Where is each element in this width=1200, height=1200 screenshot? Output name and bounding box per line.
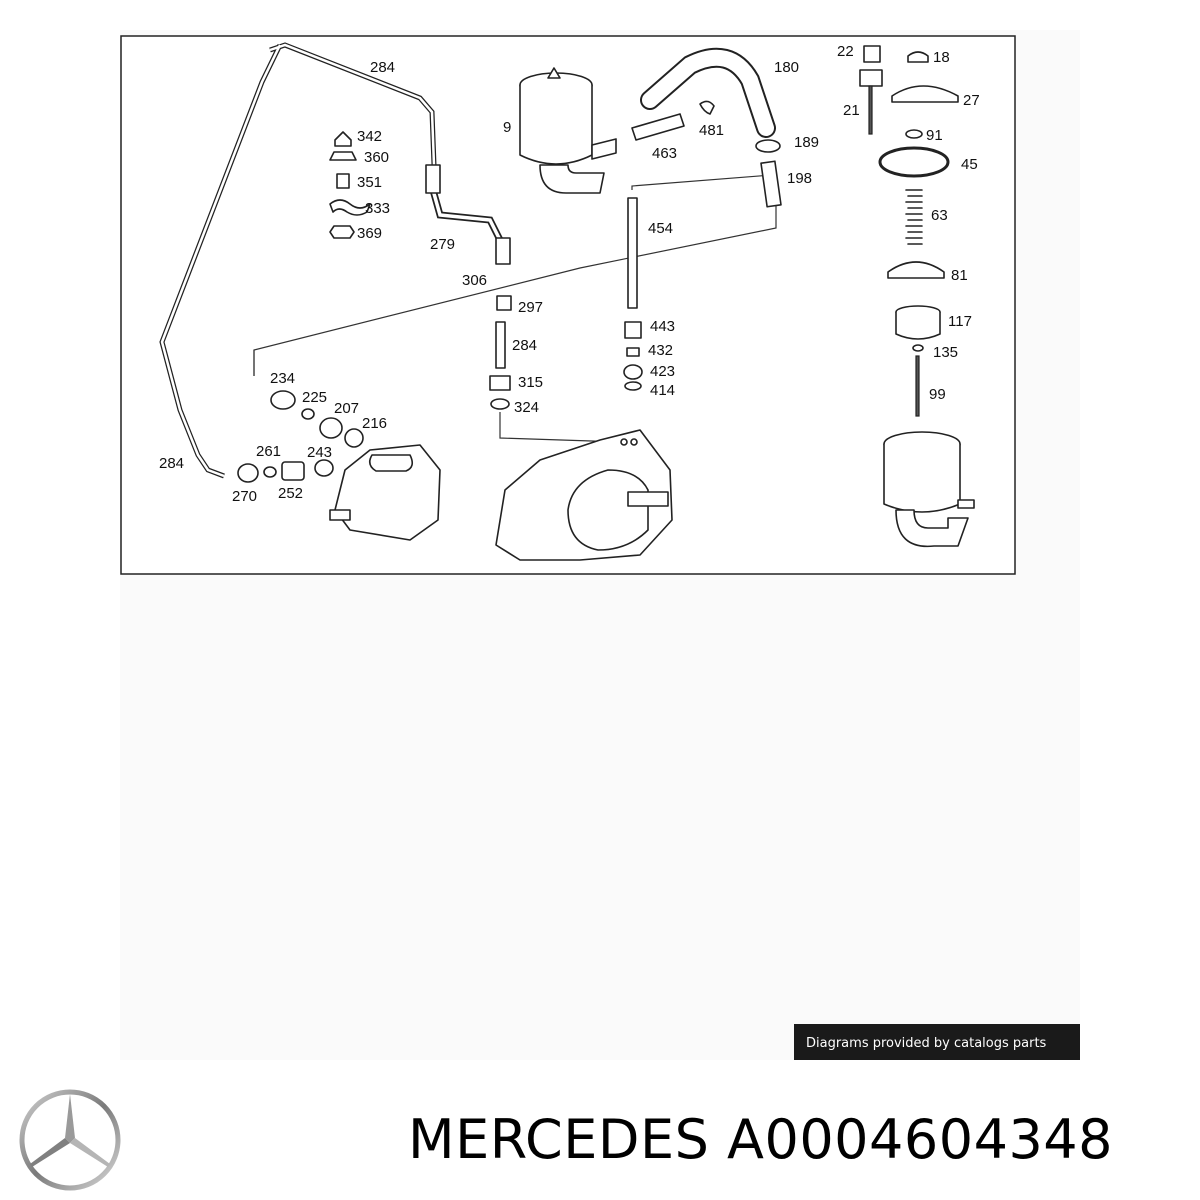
- callout-225: 225: [302, 389, 327, 406]
- pump-body-center: [495, 429, 673, 561]
- callout-198: 198: [787, 170, 812, 187]
- part-callouts: 284 342 360 351 333 369 279 306 297 284 …: [159, 43, 980, 505]
- callout-216: 216: [362, 415, 387, 432]
- callout-284-top: 284: [370, 59, 395, 76]
- callout-297: 297: [518, 299, 543, 316]
- callout-351: 351: [357, 174, 382, 191]
- callout-81: 81: [951, 267, 968, 284]
- callout-63: 63: [931, 207, 948, 224]
- callout-369: 369: [357, 225, 382, 242]
- callout-414: 414: [650, 382, 675, 399]
- credit-badge: [794, 1024, 1080, 1060]
- reservoir-9: [519, 67, 617, 194]
- callout-432: 432: [648, 342, 673, 359]
- hardware-stack-left: [329, 131, 371, 239]
- hose-line-284: [159, 42, 437, 479]
- callout-243: 243: [307, 444, 332, 461]
- callout-252: 252: [278, 485, 303, 502]
- callout-306: 306: [462, 272, 487, 289]
- center-pipe-stack: [489, 295, 623, 443]
- pipe-279: [425, 164, 511, 265]
- filter-canister: [883, 431, 975, 548]
- callout-45: 45: [961, 156, 978, 173]
- brand-name: MERCEDES: [408, 1108, 710, 1171]
- callout-481: 481: [699, 122, 724, 139]
- callout-315: 315: [518, 374, 543, 391]
- callout-18: 18: [933, 49, 950, 66]
- callout-279: 279: [430, 236, 455, 253]
- callout-463: 463: [652, 145, 677, 162]
- right-column-parts: [859, 45, 959, 417]
- fittings-row-lower: [237, 459, 334, 483]
- callout-21: 21: [843, 102, 860, 119]
- callout-99: 99: [929, 386, 946, 403]
- credit-text: Diagrams provided by catalogs parts: [806, 1036, 1047, 1051]
- callout-423: 423: [650, 363, 675, 380]
- callout-135: 135: [933, 344, 958, 361]
- callout-284-center: 284: [512, 337, 537, 354]
- callout-207: 207: [334, 400, 359, 417]
- hose-463: [631, 100, 715, 141]
- callout-27: 27: [963, 92, 980, 109]
- callout-342: 342: [357, 128, 382, 145]
- pump-body-left: [329, 444, 441, 541]
- part-number: A0004604348: [727, 1108, 1114, 1171]
- callout-443: 443: [650, 318, 675, 335]
- mercedes-star-icon: [19, 1089, 121, 1191]
- callout-270: 270: [232, 488, 257, 505]
- callout-333: 333: [365, 200, 390, 217]
- callout-180: 180: [774, 59, 799, 76]
- callout-324: 324: [514, 399, 539, 416]
- callout-261: 261: [256, 443, 281, 460]
- hose-180: [640, 47, 776, 138]
- callout-9: 9: [503, 119, 511, 136]
- clamp-189-hose-198: [755, 139, 782, 208]
- fittings-row-upper: [270, 390, 364, 448]
- callout-454: 454: [648, 220, 673, 237]
- callout-234: 234: [270, 370, 295, 387]
- brand-part-number: MERCEDES A0004604348: [408, 1108, 1113, 1171]
- callout-360: 360: [364, 149, 389, 166]
- callout-22: 22: [837, 43, 854, 60]
- callout-189: 189: [794, 134, 819, 151]
- center-right-pipe-stack: [623, 174, 773, 391]
- callout-91: 91: [926, 127, 943, 144]
- callout-117: 117: [948, 313, 972, 330]
- callout-284-left: 284: [159, 455, 184, 472]
